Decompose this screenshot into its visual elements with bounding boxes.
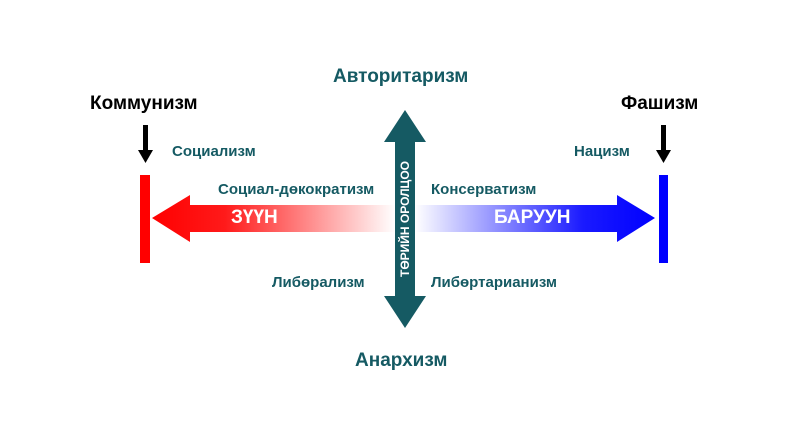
left-label: ЗҮҮН [231, 207, 278, 228]
socialism-label: Социализм [172, 143, 256, 160]
anarchism-label: Анархизм [355, 350, 448, 371]
down-arrow-icon [138, 125, 153, 163]
social-democracy-label: Социал-дөкократизм [218, 181, 375, 198]
down-arrow-icon [656, 125, 671, 163]
right-arrow [415, 195, 655, 242]
right-label: БАРУУН [494, 207, 571, 228]
libertarianism-label: Либөртарианизм [431, 274, 558, 291]
left-bar [140, 175, 150, 263]
state-involvement-label: ТӨРИЙН ОРОЛЦОО [398, 161, 412, 277]
liberalism-label: Либөрализм [272, 274, 365, 291]
nazism-label: Нацизм [574, 143, 630, 160]
right-bar [659, 175, 668, 263]
left-arrow [152, 195, 395, 242]
authoritarianism-label: Авторитаризм [333, 66, 469, 87]
communism-label: Коммунизм [90, 93, 198, 114]
conservatism-label: Консерватизм [431, 181, 537, 198]
vertical-arrow [384, 110, 426, 328]
fascism-label: Фашизм [621, 93, 699, 114]
